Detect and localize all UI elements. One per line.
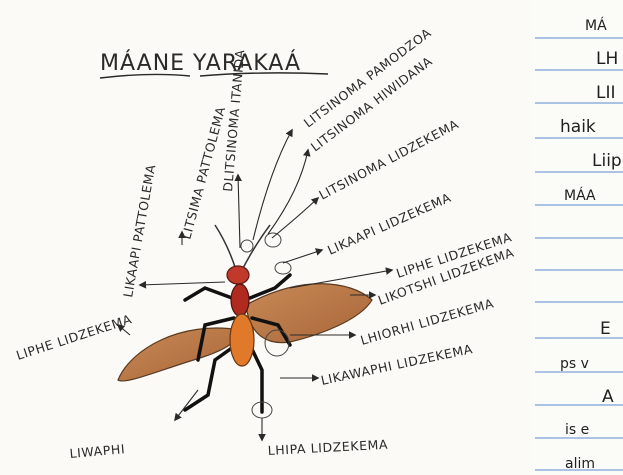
notebook-line-12: A — [602, 387, 614, 407]
notebook-line-5: Liip — [592, 151, 622, 171]
left-antenna — [215, 225, 236, 270]
notebook-line-13: is e — [565, 422, 589, 438]
notebook-line-3: LII — [596, 83, 616, 103]
label-lhipa-lidzekema: LHIPA LIDZEKEMA — [267, 437, 388, 458]
label-likawaphi-lidzekema: LIKAWAPHI LIDZEKEMA — [320, 341, 475, 388]
diagram-title: MÁANE YARAKAÁ — [100, 50, 301, 76]
circle-eye — [265, 233, 281, 247]
notebook-line-1: MÁ — [585, 17, 607, 34]
front-left-leg — [185, 288, 232, 300]
label-liwaphi: LIWAPHI — [69, 441, 126, 461]
label-likaapi-lidzekema: LIKAAPI LIDZEKEMA — [325, 190, 453, 258]
label-liphe-lidzekema-left: LIPHE LIDZEKEMA — [14, 311, 133, 363]
notebook-line-11: ps v — [560, 356, 589, 372]
insect-abdomen — [230, 314, 254, 366]
notebook-page: MÁ LH LII haik Liip MÁA E ps v A is e al… — [530, 0, 623, 475]
right-antenna — [242, 225, 270, 270]
insect-thorax — [231, 284, 249, 316]
notebook-line-10: E — [600, 319, 611, 339]
notebook-line-4: haik — [560, 117, 596, 137]
label-likaapi-pattolema: LIKAAPI PATTOLEMA — [120, 163, 158, 298]
notebook-line-6: MÁA — [564, 187, 596, 204]
notebook-line-14: alim — [565, 456, 595, 472]
circle-antenna-base — [241, 240, 253, 252]
notebook-line-2: LH — [596, 49, 618, 69]
insect-head — [227, 266, 249, 284]
circle-head — [275, 262, 291, 274]
